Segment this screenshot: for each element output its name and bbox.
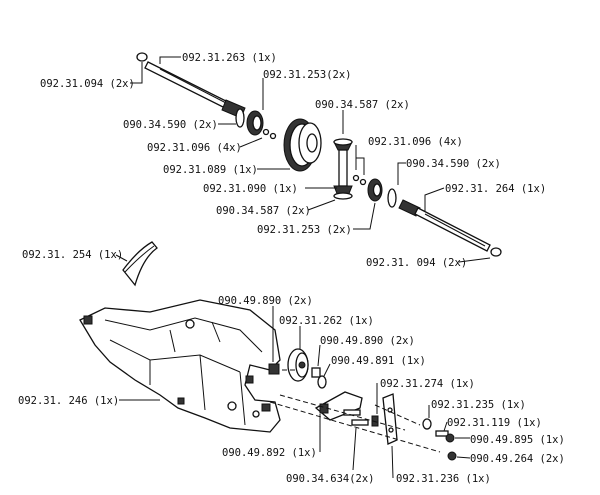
bushing-890-right xyxy=(311,367,321,378)
label-092-31-089: 092.31.089 (1x) xyxy=(163,164,258,176)
vertical-shaft-090 xyxy=(338,149,348,187)
label-090-49-264: 090.49.264 (2x) xyxy=(470,453,565,465)
gear-housing-246 xyxy=(79,299,281,433)
upper-left-shaft xyxy=(136,52,246,119)
label-090-34-590-right: 090.34.590 (2x) xyxy=(406,158,501,170)
label-092-31-253-top: 092.31.253(2x) xyxy=(263,69,352,81)
washer-235 xyxy=(422,418,432,430)
screw-264 xyxy=(447,451,457,461)
leader-lines xyxy=(115,56,491,479)
left-washer-590 xyxy=(235,108,245,128)
small-gear-253-lower xyxy=(367,178,383,202)
spring-274 xyxy=(371,415,379,427)
label-092-31-264: 092.31. 264 (1x) xyxy=(445,183,546,195)
small-gear-253-upper xyxy=(246,110,264,136)
label-090-49-890-top: 090.49.890 (2x) xyxy=(218,295,313,307)
label-090-49-895: 090.49.895 (1x) xyxy=(470,434,565,446)
label-092-31-096-right: 092.31.096 (4x) xyxy=(368,136,463,148)
label-092-31-274: 092.31.274 (1x) xyxy=(380,378,475,390)
label-092-31-094-bottom: 092.31. 094 (2x) xyxy=(366,257,467,269)
label-090-49-890-mid: 090.49.890 (2x) xyxy=(320,335,415,347)
pins-634 xyxy=(343,409,369,426)
label-090-34-634: 090.34.634(2x) xyxy=(286,473,375,485)
label-092-31-263: 092.31.263 (1x) xyxy=(182,52,277,64)
band-254 xyxy=(122,241,158,287)
label-092-31-096-left: 092.31.096 (4x) xyxy=(147,142,242,154)
label-092-31-094-top: 092.31.094 (2x) xyxy=(40,78,135,90)
label-092-31-236: 092.31.236 (1x) xyxy=(396,473,491,485)
right-washer-590 xyxy=(387,188,397,208)
label-092-31-254: 092.31. 254 (1x) xyxy=(22,249,123,261)
part-119 xyxy=(435,430,449,437)
label-090-49-892: 090.49.892 (1x) xyxy=(222,447,317,459)
label-090-49-891: 090.49.891 (1x) xyxy=(331,355,426,367)
bracket-236 xyxy=(382,393,398,445)
label-092-31-235: 092.31.235 (1x) xyxy=(431,399,526,411)
pulley-262 xyxy=(287,348,309,382)
pin-096-left xyxy=(262,128,277,140)
label-092-31-253-bottom: 092.31.253 (2x) xyxy=(257,224,352,236)
large-crown-gear-089 xyxy=(283,118,322,172)
label-090-34-590-left: 090.34.590 (2x) xyxy=(123,119,218,131)
label-090-34-587-top: 090.34.587 (2x) xyxy=(315,99,410,111)
label-090-34-587-bottom: 090.34.587 (2x) xyxy=(216,205,311,217)
label-092-31-119: 092.31.119 (1x) xyxy=(447,417,542,429)
bushing-890-left xyxy=(268,363,280,375)
lower-right-shaft xyxy=(398,199,502,257)
bevel-gear-587-upper xyxy=(333,138,353,151)
label-092-31-246: 092.31. 246 (1x) xyxy=(18,395,119,407)
label-092-31-090: 092.31.090 (1x) xyxy=(203,183,298,195)
bevel-gear-587-lower xyxy=(333,185,353,200)
pin-096-right xyxy=(352,174,367,186)
nut-895 xyxy=(445,433,455,443)
ring-891 xyxy=(317,375,327,389)
label-092-31-262: 092.31.262 (1x) xyxy=(279,315,374,327)
lever-892 xyxy=(314,391,363,421)
